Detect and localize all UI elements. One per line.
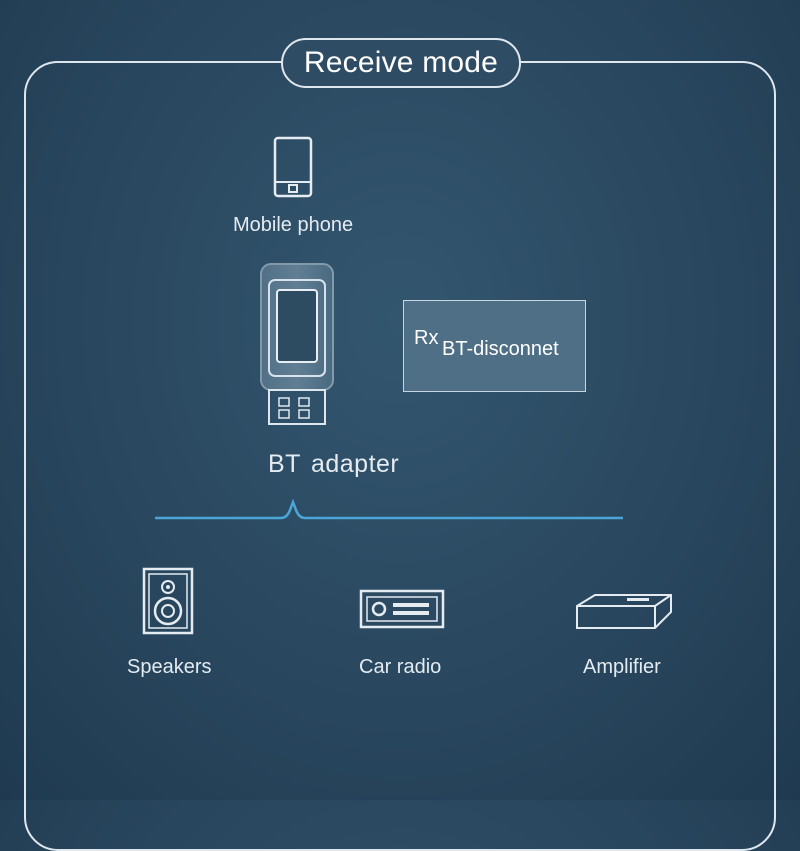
amplifier-icon [576,594,672,629]
mobile-phone-label: Mobile phone [233,214,354,236]
speakers-label: Speakers [127,656,212,678]
car-radio-label: Car radio [359,656,442,678]
connection-bracket [155,498,623,520]
display-mode: Rx [414,327,439,349]
bt-adapter-label: BT adapter [268,450,399,479]
speaker-icon [142,567,194,635]
amplifier-label: Amplifier [583,656,661,678]
display-status: BT-disconnet [442,338,559,360]
mode-frame [24,61,776,851]
mode-title: Receive mode [281,38,521,88]
mobile-phone-icon [273,136,313,198]
usb-bt-adapter-icon [260,263,334,425]
bt-label-part: BT [268,450,301,478]
status-display: Rx BT-disconnet [403,300,586,392]
car-radio-icon [359,589,445,629]
adapter-label-part: adapter [310,450,400,478]
